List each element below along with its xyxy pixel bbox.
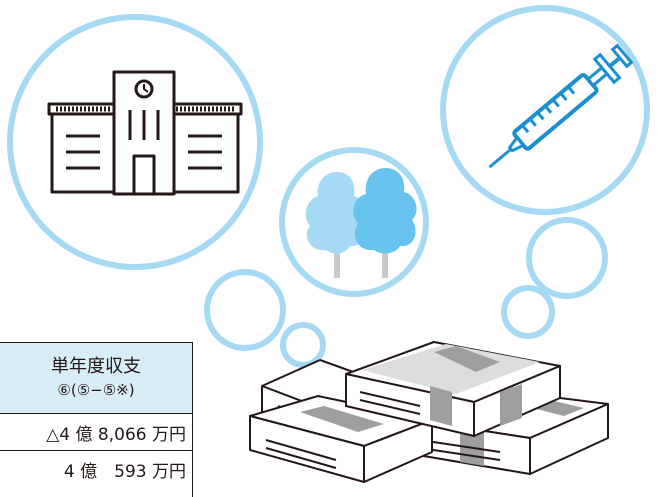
trees-icon [306, 168, 417, 278]
header-formula: ⑥(⑤−⑤※) [0, 379, 192, 401]
table-row: △4 億 8,066 万円 [0, 414, 193, 451]
table-header-row: 単年度収支 ⑥(⑤−⑤※) [0, 343, 193, 414]
bubble-small-right-2 [504, 288, 552, 336]
balance-table: 単年度収支 ⑥(⑤−⑤※) △4 億 8,066 万円 4 億 593 万円 [0, 342, 193, 497]
bubble-small-left-2 [283, 325, 323, 365]
syringe-icon [480, 43, 634, 179]
table-header-cell: 単年度収支 ⑥(⑤−⑤※) [0, 343, 193, 414]
table-cell-value: 4 億 593 万円 [0, 451, 193, 497]
header-title: 単年度収支 [0, 355, 192, 379]
school-icon [49, 72, 241, 194]
table-row: 4 億 593 万円 [0, 451, 193, 497]
bubble-small-left-1 [207, 272, 283, 348]
bubble-small-right-1 [529, 220, 605, 296]
table-cell-value: △4 億 8,066 万円 [0, 414, 193, 451]
